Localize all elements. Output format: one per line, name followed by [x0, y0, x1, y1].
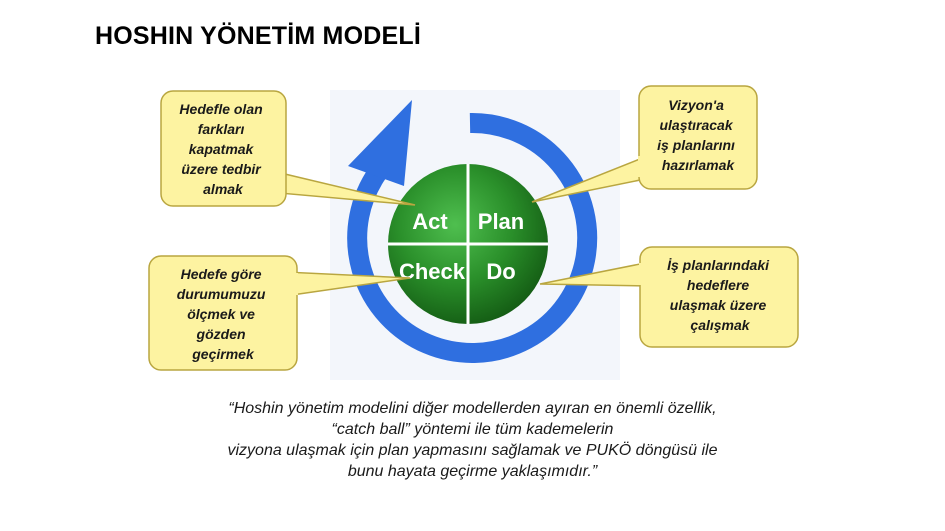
quote-line: vizyona ulaşmak için plan yapmasını sağl…: [227, 442, 718, 459]
quote-line: “Hoshin yönetim modelini diğer modellerd…: [228, 400, 717, 417]
callout-act-line: almak: [203, 181, 244, 197]
callout-check-line: durumumuzu: [177, 286, 266, 302]
callout-do: İş planlarındaki hedeflere ulaşmak üzere…: [539, 246, 799, 348]
callout-check: Hedefe göre durumumuzu ölçmek ve gözden …: [148, 255, 411, 371]
callout-check-line: Hedefe göre: [181, 266, 262, 282]
quadrant-check: Check: [399, 259, 466, 284]
callout-do-line: çalışmak: [690, 317, 750, 333]
page-title: HOSHIN YÖNETİM MODELİ: [95, 22, 421, 50]
svg-text:İş planlarındaki hedef: İş planlarındaki hedeflere ulaşmak üzere…: [667, 257, 773, 333]
callout-check-line: gözden: [196, 326, 246, 342]
callout-check-line: geçirmek: [191, 346, 255, 362]
callout-do-line: İş planlarındaki: [667, 257, 770, 273]
svg-text:Hedefle olan farkları: Hedefle olan farkları kapatmak üzere ted…: [179, 101, 266, 197]
callout-act-line: üzere tedbir: [181, 161, 262, 177]
callout-act: Hedefle olan farkları kapatmak üzere ted…: [160, 90, 416, 207]
quote-line: bunu hayata geçirme yaklaşımıdır.”: [347, 463, 598, 480]
callout-do-line: ulaşmak üzere: [670, 297, 767, 313]
svg-text:Vizyon'a ulaştıracak: Vizyon'a ulaştıracak iş planlarını hazır…: [657, 97, 739, 173]
callout-plan-line: hazırlamak: [662, 157, 736, 173]
callout-act-line: kapatmak: [189, 141, 255, 157]
callout-check-line: ölçmek ve: [187, 306, 255, 322]
callout-plan-line: Vizyon'a: [668, 97, 724, 113]
svg-text:Hedefe göre durumumuzu: Hedefe göre durumumuzu ölçmek ve gözden …: [177, 266, 270, 362]
callout-act-line: Hedefle olan: [179, 101, 262, 117]
quote-line: “catch ball” yöntemi ile tüm kademelerin: [331, 421, 614, 438]
callout-plan: Vizyon'a ulaştıracak iş planlarını hazır…: [531, 85, 758, 203]
callout-plan-line: iş planlarını: [657, 137, 735, 153]
quadrant-plan: Plan: [478, 209, 524, 234]
quadrant-act: Act: [412, 209, 448, 234]
quote-block: “Hoshin yönetim modelini diğer modellerd…: [120, 398, 825, 482]
quadrant-do: Do: [486, 259, 515, 284]
callout-plan-line: ulaştıracak: [659, 117, 733, 133]
cycle-arrow: [347, 100, 598, 363]
callout-do-line: hedeflere: [687, 277, 749, 293]
arrowhead-icon: [348, 100, 412, 186]
callout-act-line: farkları: [198, 121, 245, 137]
pdca-circle: Act Plan Check Do: [388, 164, 548, 324]
